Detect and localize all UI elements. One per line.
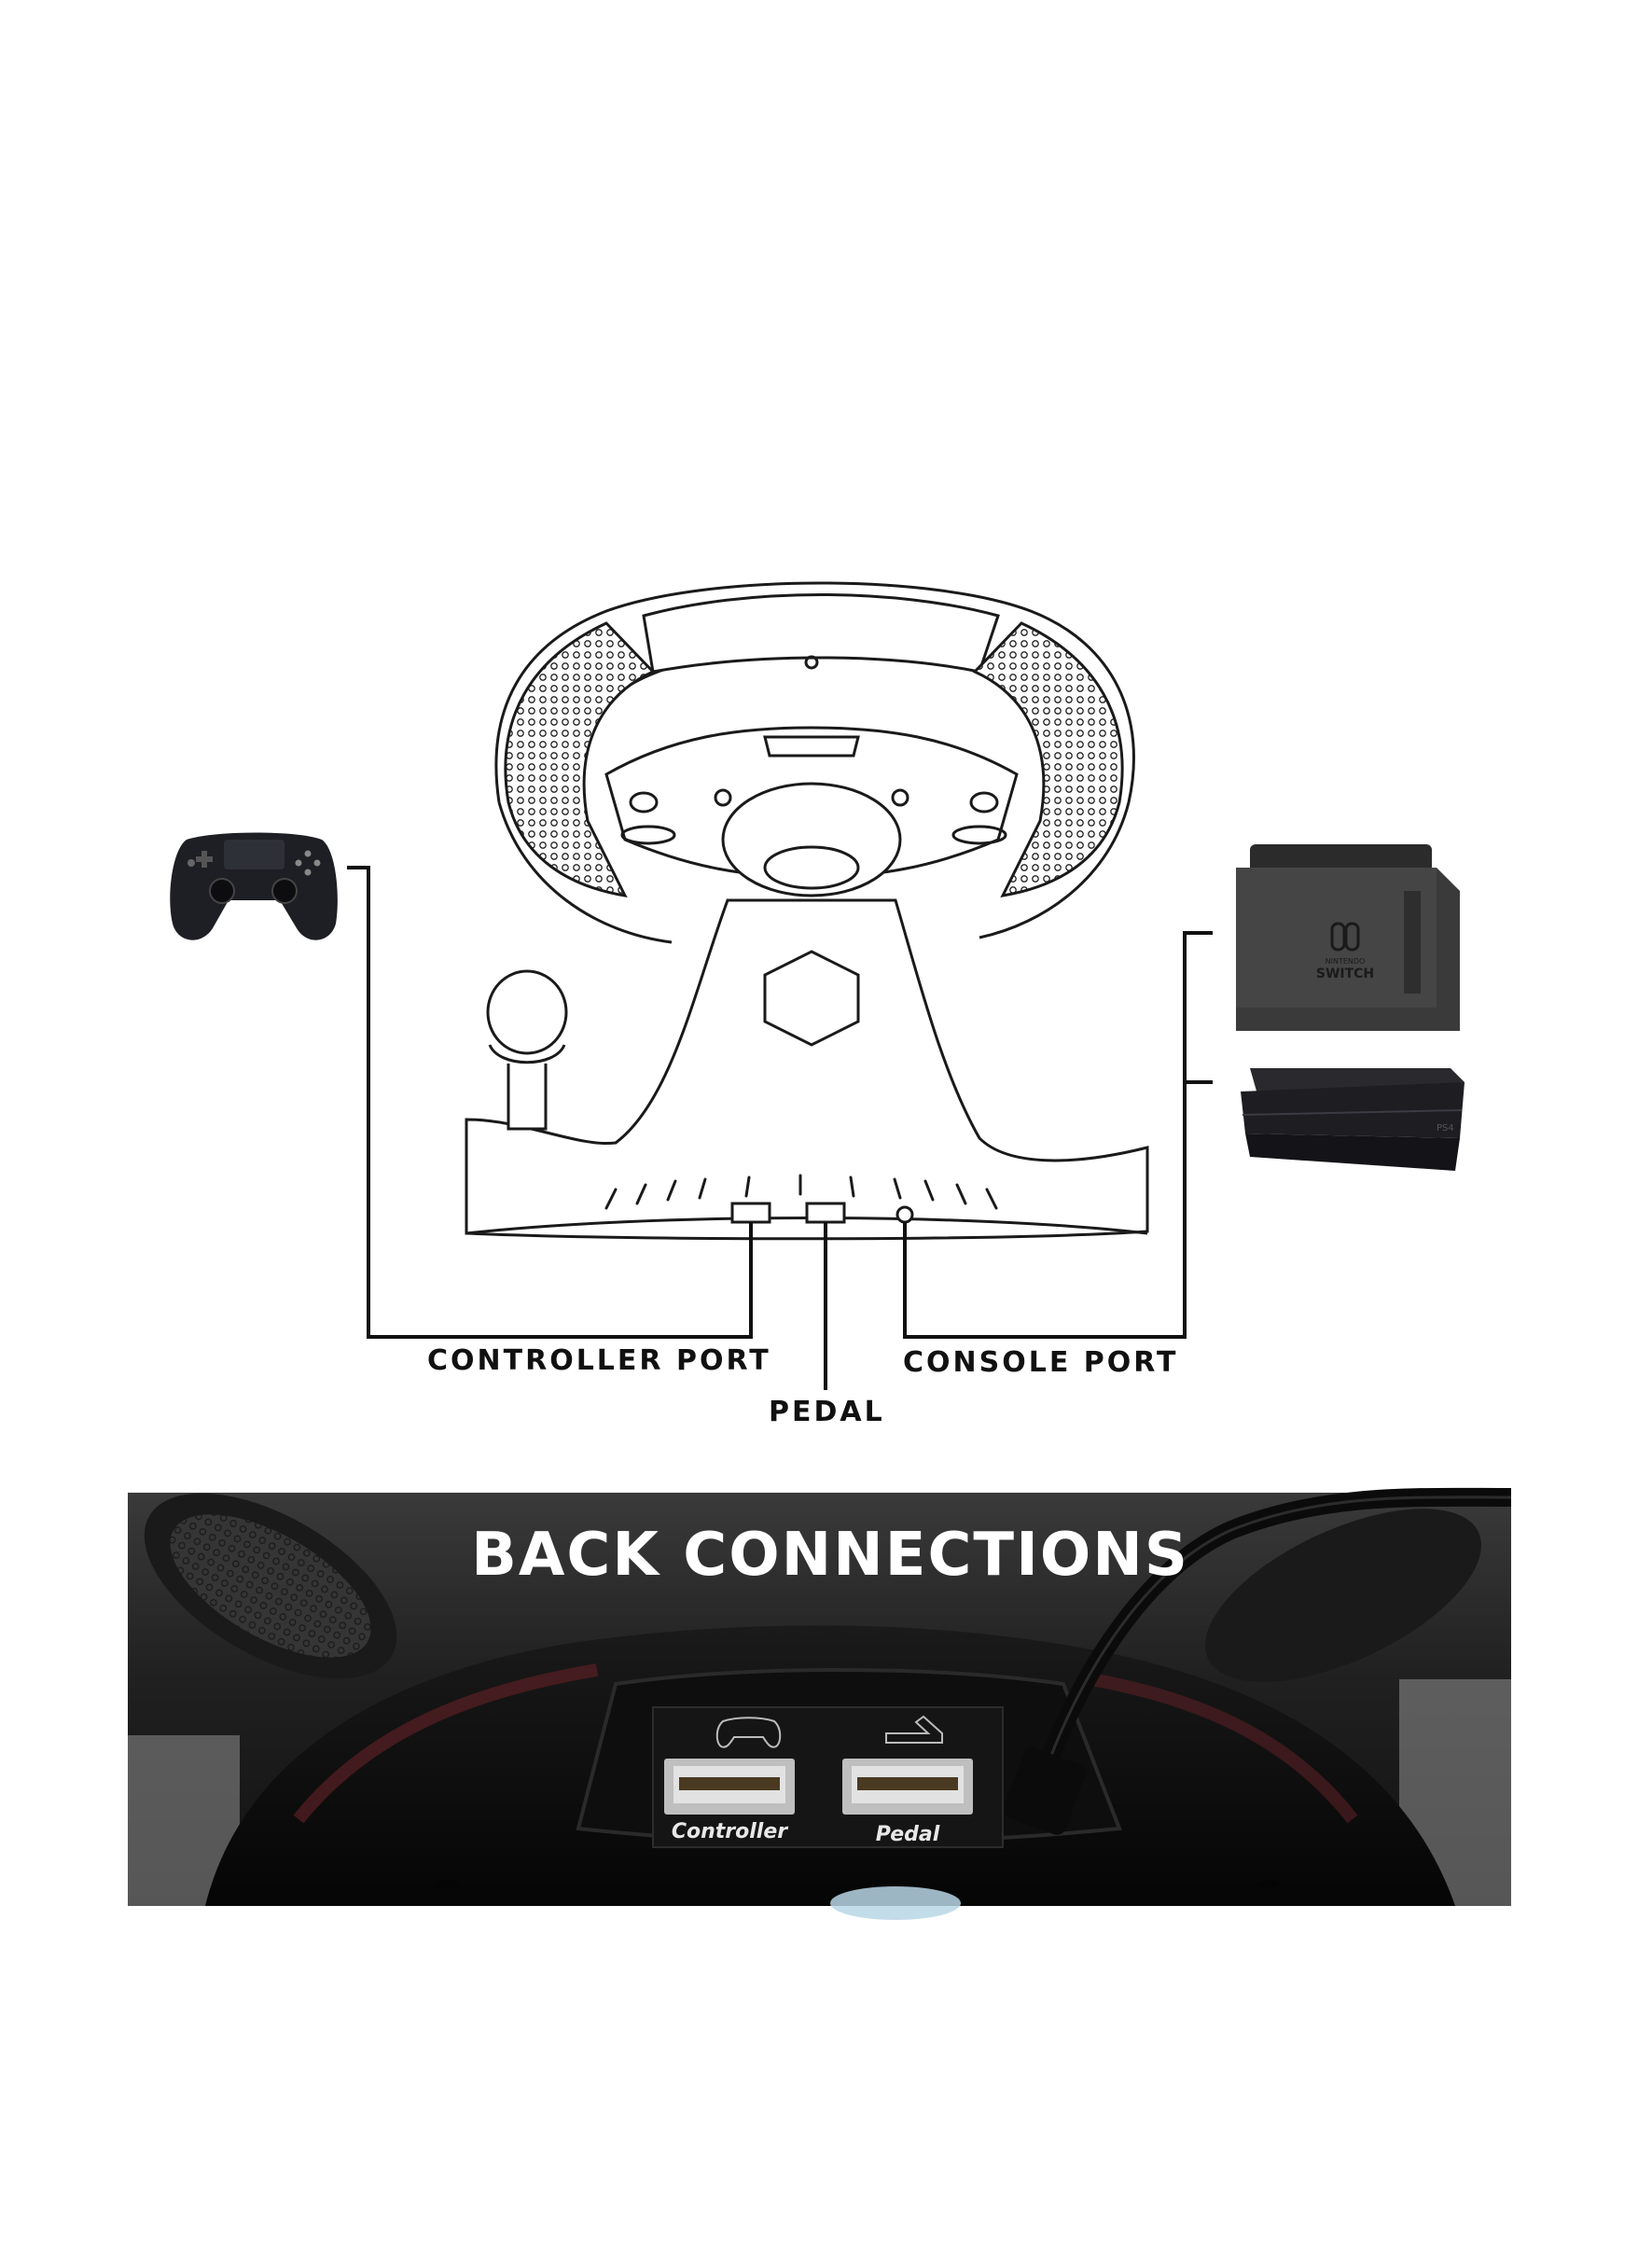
connector-lines xyxy=(347,866,1213,1390)
ps4-console-icon: PS4 xyxy=(1241,1068,1465,1171)
pedal-port-caption: Pedal xyxy=(876,1823,940,1846)
switch-name-text: SWITCH xyxy=(1316,967,1374,981)
switch-brand-text: NINTENDO xyxy=(1326,957,1366,966)
console-connector-line xyxy=(903,931,1213,1339)
pedal-label: PEDAL xyxy=(769,1396,885,1428)
console-port-label: CONSOLE PORT xyxy=(903,1346,1179,1379)
controller-port-label: CONTROLLER PORT xyxy=(427,1344,771,1377)
back-connections-photo: Controller Pedal BACK CONNECTIONS xyxy=(128,1487,1512,1920)
controller-port-caption: Controller xyxy=(672,1820,788,1843)
nintendo-switch-dock-icon: NINTENDO SWITCH xyxy=(1236,844,1460,1031)
ps4-mark-text: PS4 xyxy=(1437,1123,1454,1133)
gamepad-icon xyxy=(170,832,338,940)
steering-wheel-drawing xyxy=(465,581,1149,1241)
back-connections-title: BACK CONNECTIONS xyxy=(471,1521,1189,1590)
controller-connector-line xyxy=(347,866,753,1339)
